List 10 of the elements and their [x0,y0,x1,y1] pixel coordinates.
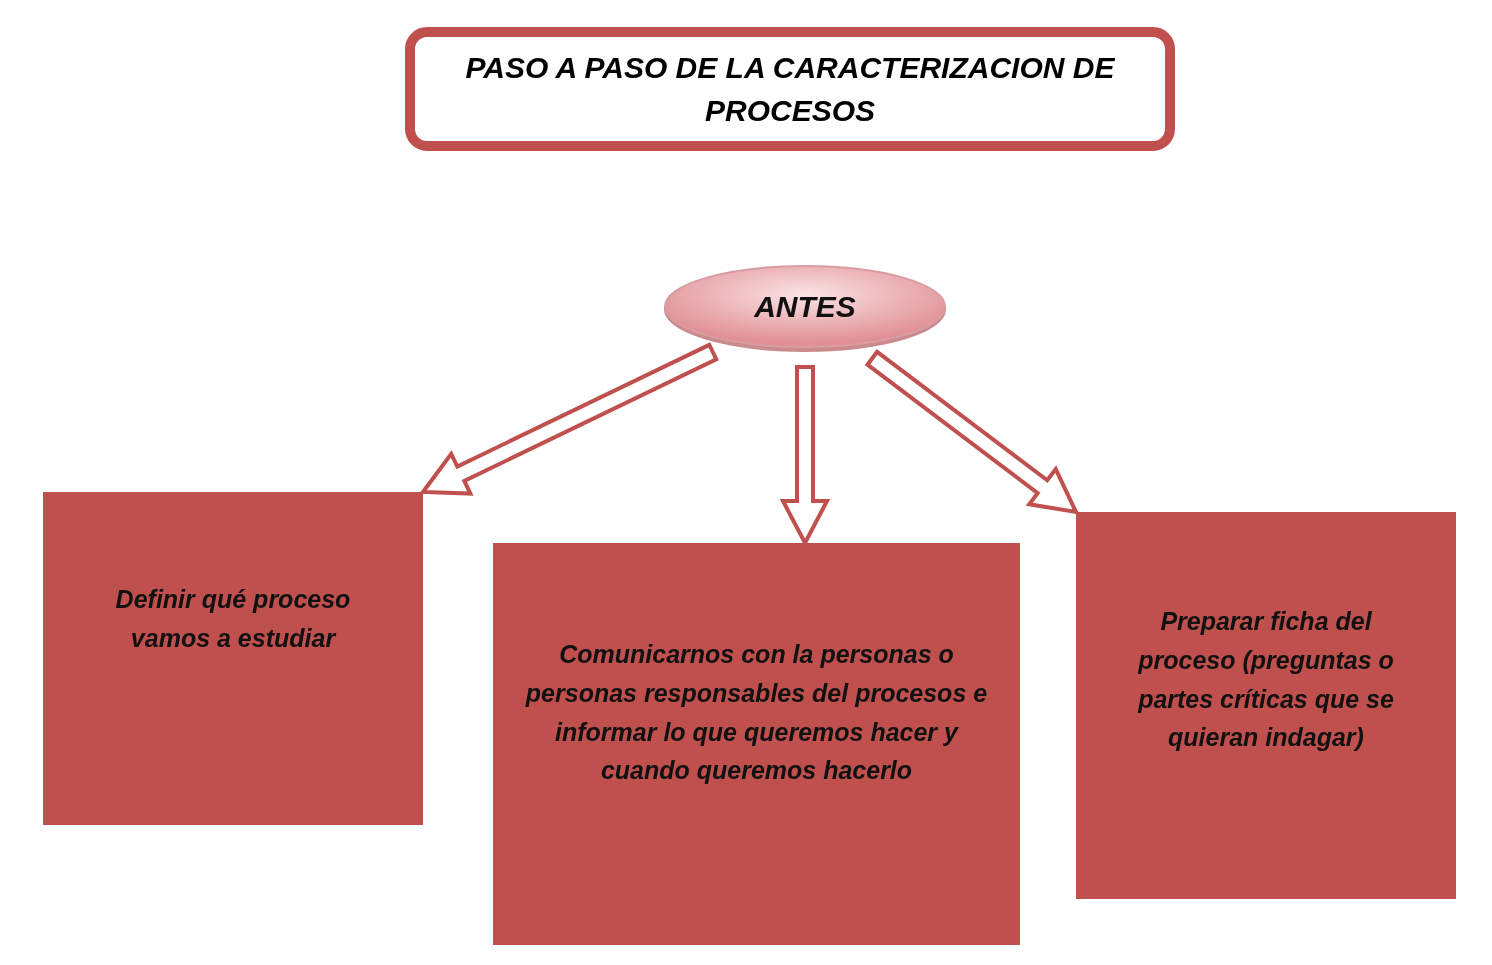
title-text: PASO A PASO DE LA CARACTERIZACION DE PROCESOS [464,49,1116,129]
box-text: Preparar ficha del proceso (preguntas o partes críticas que se quieran indagar) [1136,606,1395,754]
process-box [493,543,1020,945]
block-arrow [419,342,719,496]
block-arrow [864,349,1080,515]
ellipse-label: ANTES [754,289,856,326]
box-text: Comunicarnos con la personas o personas responsables del procesos e informar lo que queremos hacer y cuando queremos hacerlo [524,639,989,787]
box-text: Definir qué proceso vamos a estudiar [114,584,352,654]
process-box [1076,512,1456,899]
process-box [43,492,423,825]
